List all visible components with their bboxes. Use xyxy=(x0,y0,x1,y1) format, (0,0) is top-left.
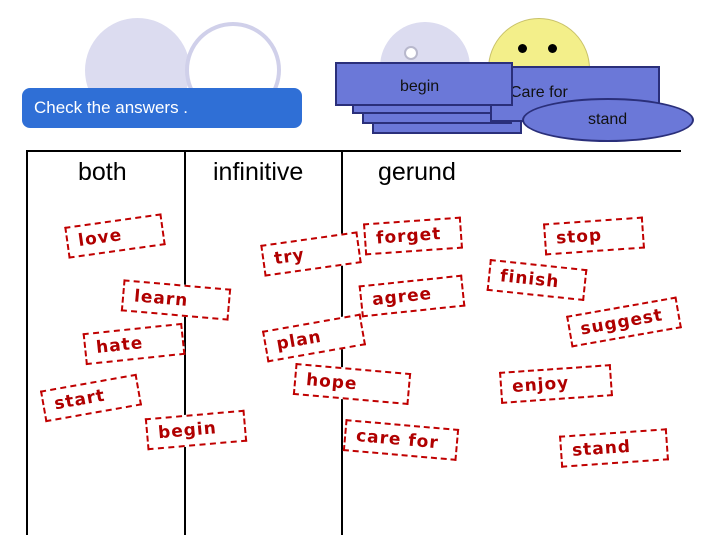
card-care-for-label: Care for xyxy=(510,84,568,101)
card-stand-label: stand xyxy=(588,111,628,128)
decor-small-circle xyxy=(404,46,418,60)
instruction-banner: Check the answers . xyxy=(22,88,302,128)
instruction-text: Check the answers . xyxy=(34,98,189,117)
word-forget[interactable]: forget xyxy=(363,216,463,256)
column-divider-1 xyxy=(184,150,186,535)
answer-table xyxy=(26,150,681,535)
card-begin-label: begin xyxy=(400,78,440,95)
smiley-eye-left-icon xyxy=(518,44,527,53)
header-both: both xyxy=(78,158,127,186)
smiley-eye-right-icon xyxy=(548,44,557,53)
card-stand[interactable] xyxy=(522,98,694,142)
header-gerund: gerund xyxy=(378,158,456,186)
card-begin[interactable] xyxy=(335,62,513,106)
header-infinitive: infinitive xyxy=(213,158,304,186)
